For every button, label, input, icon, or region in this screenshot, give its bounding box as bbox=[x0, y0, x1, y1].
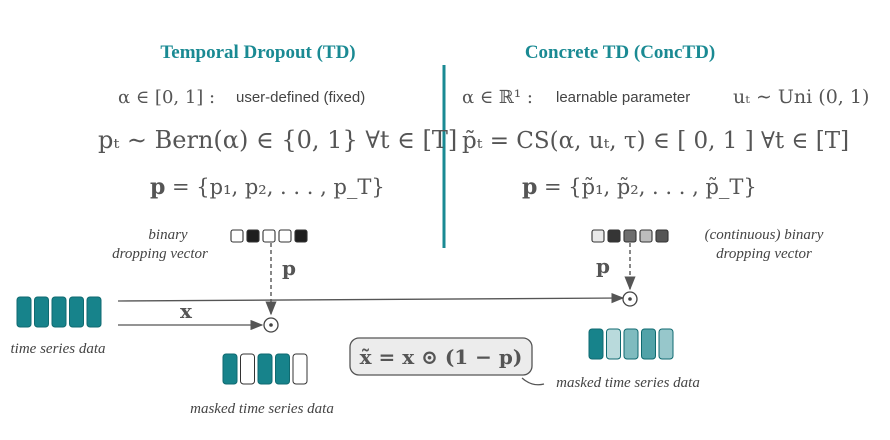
left-alpha-note: user-defined (fixed) bbox=[236, 89, 365, 106]
input-bar bbox=[51, 296, 67, 328]
dropping-cell bbox=[278, 229, 292, 243]
right-masked-series bbox=[588, 328, 674, 360]
masked-bar bbox=[606, 328, 621, 360]
left-p-label: p bbox=[282, 256, 296, 280]
right-alpha-math: α ∈ ℝ¹ : bbox=[462, 87, 533, 108]
left-masked-series bbox=[222, 353, 308, 385]
masked-bar bbox=[257, 353, 273, 385]
masked-bar bbox=[658, 328, 674, 360]
dropping-cell bbox=[655, 229, 669, 243]
right-p-equation: p̃ₜ = CS(α, uₜ, τ) ∈ [ 0, 1 ] ∀t ∈ [T] bbox=[462, 128, 849, 154]
masked-bar bbox=[275, 353, 290, 385]
x-label: x bbox=[180, 299, 193, 323]
masked-bar bbox=[588, 328, 604, 360]
left-title: Temporal Dropout (TD) bbox=[160, 42, 355, 63]
input-bar bbox=[86, 296, 102, 328]
dropping-cell bbox=[623, 229, 637, 243]
input-label: time series data bbox=[11, 341, 106, 357]
right-vec-equation: = {p̃₁, p̃₂, . . . , p̃_T} bbox=[544, 175, 757, 199]
left-p-equation: pₜ ∼ Bern(α) ∈ {0, 1} ∀t ∈ [T] bbox=[98, 126, 457, 154]
masked-bar bbox=[623, 328, 639, 360]
right-multiply-node bbox=[622, 291, 638, 307]
right-vec-symbol: p bbox=[522, 174, 537, 200]
right-dropping-label-line1: (continuous) binary bbox=[705, 227, 824, 243]
masked-bar bbox=[240, 353, 255, 385]
right-masked-label: masked time series data bbox=[556, 375, 700, 391]
right-title: Concrete TD (ConcTD) bbox=[525, 42, 715, 63]
right-dropping-label-line2: dropping vector bbox=[716, 246, 812, 262]
left-vec-equation: = {p₁, p₂, . . . , p_T} bbox=[172, 175, 385, 199]
formula-text: x̃ = x ⊙ (1 − p) bbox=[360, 345, 523, 369]
dropping-cell bbox=[230, 229, 244, 243]
input-bar bbox=[69, 296, 84, 328]
left-alpha-math: α ∈ [0, 1] : bbox=[118, 87, 215, 108]
masked-bar bbox=[222, 353, 238, 385]
input-bar bbox=[34, 296, 49, 328]
left-vec-symbol: p bbox=[150, 174, 165, 200]
dropping-cell bbox=[639, 229, 653, 243]
input-arrow-right bbox=[117, 292, 625, 304]
right-dropping-vector bbox=[591, 229, 669, 243]
masked-bar bbox=[641, 328, 656, 360]
right-p-label: p bbox=[596, 254, 610, 278]
right-alpha-note: learnable parameter bbox=[556, 89, 690, 106]
left-dropping-vector bbox=[230, 229, 308, 243]
masked-bar bbox=[292, 353, 308, 385]
input-bar bbox=[16, 296, 32, 328]
input-time-series bbox=[16, 296, 102, 328]
left-multiply-node bbox=[263, 317, 279, 333]
dropping-cell bbox=[262, 229, 276, 243]
left-dropping-label-line1: binary bbox=[148, 227, 188, 243]
dropping-cell bbox=[246, 229, 260, 243]
left-masked-label: masked time series data bbox=[190, 401, 334, 417]
right-u-equation: uₜ ∼ Uni (0, 1) bbox=[733, 86, 869, 108]
dropping-cell bbox=[607, 229, 621, 243]
formula-box: x̃ = x ⊙ (1 − p) bbox=[349, 337, 533, 376]
formula-pointer bbox=[521, 377, 545, 386]
dropping-cell bbox=[294, 229, 308, 243]
left-dropping-label-line2: dropping vector bbox=[112, 246, 208, 262]
dropping-cell bbox=[591, 229, 605, 243]
